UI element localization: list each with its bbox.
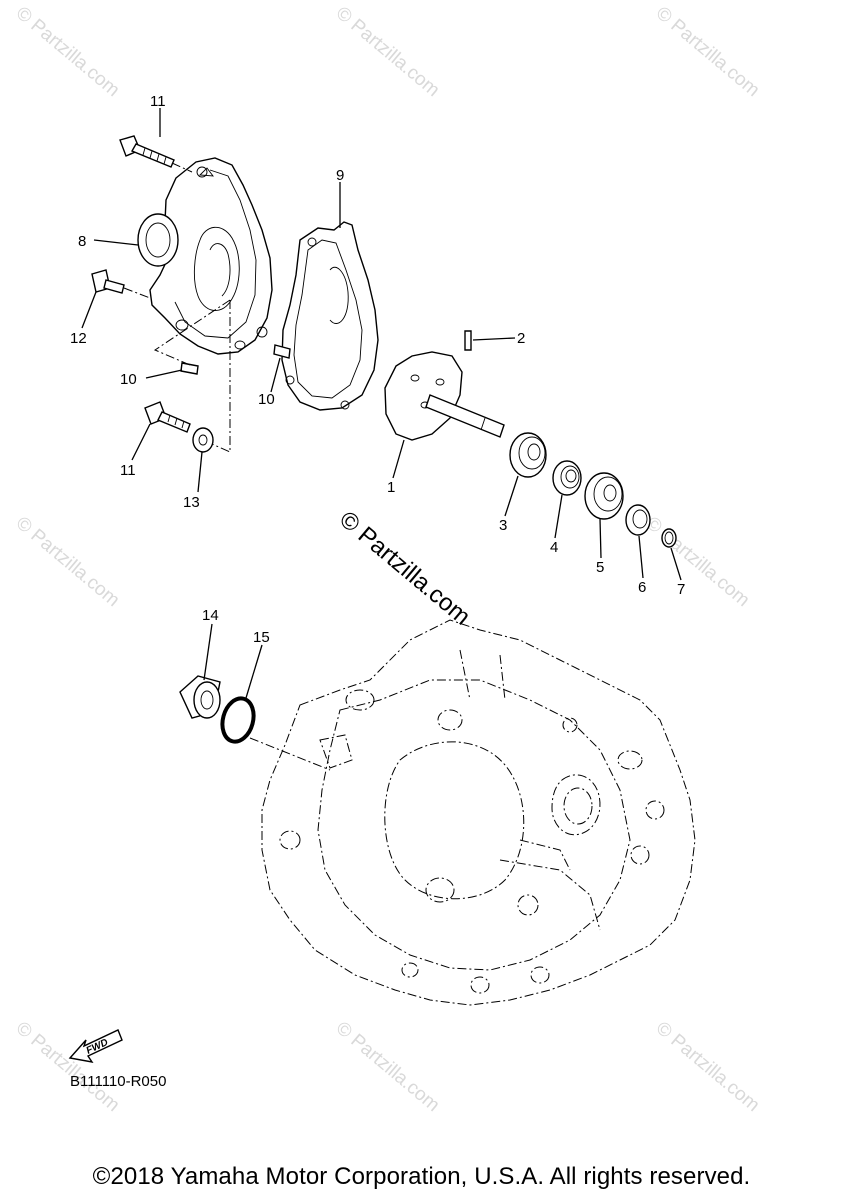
watermark-center: © Partzilla.com bbox=[334, 506, 475, 631]
watermark: © Partzilla.com bbox=[652, 1018, 764, 1116]
watermark: © Partzilla.com bbox=[642, 513, 754, 611]
watermark: © Partzilla.com bbox=[12, 513, 124, 611]
callout-11-lower: 11 bbox=[120, 462, 136, 479]
watermark: © Partzilla.com bbox=[332, 3, 444, 101]
bolt-11-lower bbox=[144, 401, 191, 433]
callout-1: 1 bbox=[387, 479, 395, 496]
callout-7: 7 bbox=[677, 581, 685, 598]
circlip-7 bbox=[661, 528, 677, 548]
watermark: © Partzilla.com bbox=[12, 1018, 124, 1116]
callout-10-left: 10 bbox=[120, 371, 137, 388]
watermark: © Partzilla.com bbox=[12, 3, 124, 101]
assembly-lines bbox=[123, 162, 331, 771]
bearing-3 bbox=[509, 432, 547, 478]
callout-labels: 11 9 8 12 2 10 10 11 13 1 3 4 5 6 7 14 1… bbox=[70, 93, 685, 646]
dowel-pin-10-left bbox=[180, 362, 199, 375]
crankcase-outline bbox=[261, 619, 696, 1006]
collar-14 bbox=[179, 675, 221, 719]
callout-8: 8 bbox=[78, 233, 86, 250]
dowel-pin-2 bbox=[464, 330, 472, 351]
callout-5: 5 bbox=[596, 559, 604, 576]
fwd-label: FWD bbox=[85, 1037, 110, 1057]
bolt-12 bbox=[91, 269, 125, 294]
callout-4: 4 bbox=[550, 539, 558, 556]
oil-seal-4 bbox=[552, 460, 582, 496]
copyright-notice: ©2018 Yamaha Motor Corporation, U.S.A. A… bbox=[92, 1163, 751, 1190]
callout-2: 2 bbox=[517, 330, 525, 347]
dowel-pin-10-right bbox=[273, 344, 291, 359]
bolt-11-upper bbox=[119, 135, 175, 168]
impeller-shaft bbox=[384, 351, 505, 441]
leader-lines bbox=[81, 108, 682, 699]
callout-12: 12 bbox=[70, 330, 87, 347]
watermark: © Partzilla.com bbox=[652, 3, 764, 101]
water-pump-cover bbox=[137, 157, 273, 355]
water-pump-gasket bbox=[281, 221, 379, 411]
callout-11-upper: 11 bbox=[150, 93, 166, 110]
bearing-5 bbox=[584, 472, 624, 520]
callout-13: 13 bbox=[183, 494, 200, 511]
oil-seal-6 bbox=[625, 504, 651, 536]
callout-10-right: 10 bbox=[258, 391, 275, 408]
watermark-layer: © Partzilla.com © Partzilla.com © Partzi… bbox=[12, 3, 764, 1116]
callout-14: 14 bbox=[202, 607, 219, 624]
watermark: © Partzilla.com bbox=[332, 1018, 444, 1116]
callout-6: 6 bbox=[638, 579, 646, 596]
callout-15: 15 bbox=[253, 629, 270, 646]
callout-9: 9 bbox=[336, 167, 344, 184]
o-ring-15 bbox=[220, 696, 256, 744]
callout-3: 3 bbox=[499, 517, 507, 534]
reference-code: B111110-R050 bbox=[70, 1073, 167, 1090]
washer-13 bbox=[192, 427, 214, 453]
fwd-arrow-icon: FWD bbox=[68, 1029, 123, 1063]
